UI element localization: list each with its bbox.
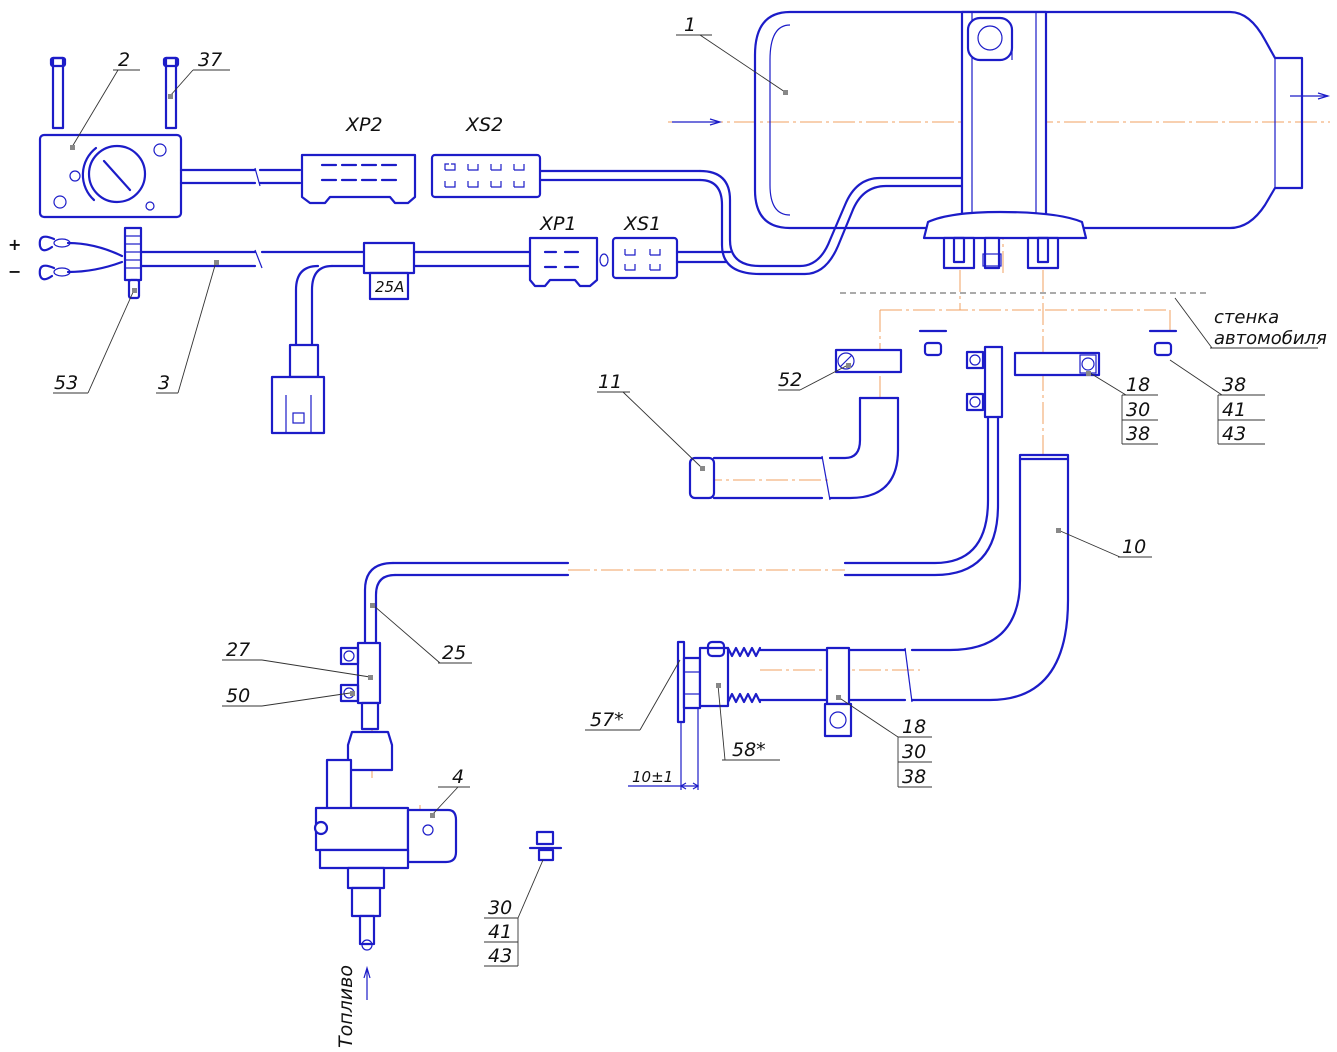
label-wall-line1: стенка [1214, 307, 1279, 328]
label-clamp-intake: 52 [778, 369, 802, 391]
stack-exhaust-clamp-2: 30 [902, 741, 926, 763]
harness-lower [38, 226, 732, 435]
connector-xp2 [300, 153, 417, 205]
label-tee: 27 [226, 639, 250, 661]
stack-clamp-top-2: 30 [1126, 399, 1150, 421]
callout-labels: 1 2 37 53 3 52 11 10 25 27 50 4 57* 58* … [8, 14, 1327, 1048]
fuel-pump [313, 641, 458, 1000]
label-xs1: XS1 [623, 213, 661, 235]
harness-upper [179, 167, 1014, 276]
fuel-line [363, 415, 1000, 645]
label-minus: − [8, 262, 21, 281]
label-exhaust-gasket: 58* [732, 739, 766, 761]
label-xs2: XS2 [465, 114, 503, 136]
connector-xs2 [430, 153, 542, 199]
label-clamp-fuel: 50 [226, 685, 250, 707]
stack-clamp-top-1: 18 [1126, 374, 1150, 396]
label-harness: 3 [158, 372, 170, 394]
label-control-unit: 2 [118, 49, 130, 71]
label-cable-tie: 53 [54, 372, 78, 394]
label-air-intake: 11 [598, 371, 622, 393]
fasteners-top [834, 329, 1178, 419]
label-xp1: XP1 [539, 213, 577, 235]
label-xp2: XP2 [345, 114, 383, 136]
label-bracket-screw: 37 [198, 49, 222, 71]
label-fuse: 25A [375, 278, 404, 296]
heater [672, 10, 1331, 270]
leader-lines [53, 34, 1318, 967]
stack-exhaust-clamp-1: 18 [902, 716, 926, 738]
label-wall-line2: автомобиля [1214, 328, 1327, 349]
stack-bolt-2: 41 [488, 921, 512, 943]
stack-exhaust-clamp-3: 38 [902, 766, 926, 788]
label-exhaust-flange: 57* [590, 709, 624, 731]
label-plus: + [8, 235, 21, 254]
stack-clamp-top-3: 38 [1126, 423, 1150, 445]
stack-nut-1: 38 [1222, 374, 1246, 396]
bolt [528, 830, 563, 862]
air-intake [688, 396, 900, 501]
stack-nut-3: 43 [1222, 423, 1246, 445]
exhaust-pipe [676, 453, 1070, 738]
stack-nut-2: 41 [1222, 399, 1246, 421]
label-heater: 1 [684, 14, 696, 36]
label-pump: 4 [452, 766, 464, 788]
stack-bolt-3: 43 [488, 945, 512, 967]
label-fuel: Топливо [335, 965, 357, 1048]
control-unit [38, 56, 183, 219]
leader-dots [70, 90, 1091, 818]
stack-bolt-1: 30 [488, 897, 512, 919]
label-fuel-line: 25 [442, 642, 466, 664]
dimension-gap [628, 708, 700, 790]
label-dimension: 10±1 [632, 768, 673, 786]
label-exhaust-pipe: 10 [1122, 536, 1146, 558]
